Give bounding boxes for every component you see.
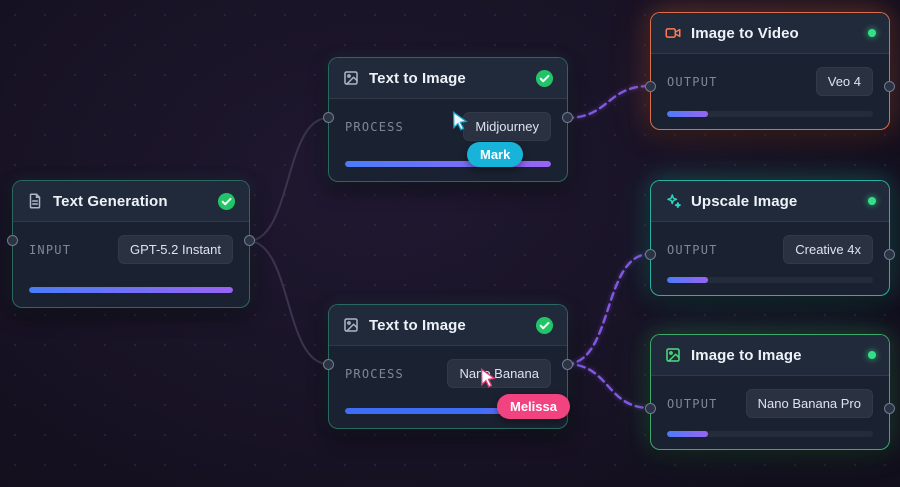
progress-fill	[345, 161, 551, 167]
output-port[interactable]	[884, 81, 895, 92]
node-header: Image to Image	[651, 335, 889, 376]
model-chip[interactable]: Veo 4	[815, 67, 873, 96]
video-camera-icon	[664, 24, 682, 42]
output-port[interactable]	[562, 359, 573, 370]
edge-tti-bottom-to-upscale	[564, 252, 652, 366]
node-title: Text to Image	[369, 316, 466, 334]
sparkles-icon	[664, 192, 682, 210]
image-icon	[342, 316, 360, 334]
input-port[interactable]	[645, 81, 656, 92]
node-title: Image to Image	[691, 346, 802, 364]
edge-tti-bottom-to-i2i	[564, 362, 652, 410]
output-port[interactable]	[244, 235, 255, 246]
output-port[interactable]	[884, 249, 895, 260]
edge-textgen-to-tti-bottom	[247, 240, 329, 365]
node-title: Text Generation	[53, 192, 168, 210]
node-header: Image to Video	[651, 13, 889, 54]
progress-track	[667, 111, 873, 117]
field-label: PROCESS	[345, 366, 404, 381]
field-label: PROCESS	[345, 119, 404, 134]
node-header: Text to Image	[329, 58, 567, 99]
node-image-to-video[interactable]: Image to Video OUTPUT Veo 4	[645, 12, 895, 130]
progress-fill	[29, 287, 233, 293]
input-port[interactable]	[323, 359, 334, 370]
status-dot-icon	[868, 351, 876, 359]
output-port[interactable]	[884, 403, 895, 414]
check-icon	[535, 69, 554, 88]
field-label: OUTPUT	[667, 396, 718, 411]
progress-track	[29, 287, 233, 293]
edge-tti-top-to-video	[564, 84, 652, 120]
field-label: INPUT	[29, 242, 72, 257]
node-title: Text to Image	[369, 69, 466, 87]
progress-fill	[667, 277, 709, 283]
node-image-to-image[interactable]: Image to Image OUTPUT Nano Banana Pro	[645, 334, 895, 450]
field-row: PROCESS Nano Banana	[345, 359, 551, 388]
status-dot-icon	[868, 29, 876, 37]
model-chip[interactable]: Nano Banana	[447, 359, 551, 388]
image-icon	[664, 346, 682, 364]
node-header: Text to Image	[329, 305, 567, 346]
input-port[interactable]	[323, 112, 334, 123]
node-header: Text Generation	[13, 181, 249, 222]
file-text-icon	[26, 192, 44, 210]
field-row: INPUT GPT-5.2 Instant	[29, 235, 233, 264]
model-chip[interactable]: Creative 4x	[783, 235, 873, 264]
model-chip[interactable]: GPT-5.2 Instant	[117, 235, 233, 264]
progress-fill	[667, 431, 709, 437]
input-port[interactable]	[645, 403, 656, 414]
input-port[interactable]	[7, 235, 18, 246]
edge-textgen-to-tti-top	[247, 117, 329, 242]
node-text-to-image-bottom[interactable]: Text to Image PROCESS Nano Banana	[323, 304, 573, 429]
progress-track	[345, 161, 551, 167]
node-upscale-image[interactable]: Upscale Image OUTPUT Creative 4x	[645, 180, 895, 296]
field-row: OUTPUT Nano Banana Pro	[667, 389, 873, 418]
progress-fill	[667, 111, 709, 117]
node-text-to-image-top[interactable]: Text to Image PROCESS Midjourney	[323, 57, 573, 182]
field-row: OUTPUT Veo 4	[667, 67, 873, 96]
progress-track	[667, 277, 873, 283]
check-icon	[535, 316, 554, 335]
progress-track	[667, 431, 873, 437]
field-row: PROCESS Midjourney	[345, 112, 551, 141]
image-icon	[342, 69, 360, 87]
node-title: Upscale Image	[691, 192, 798, 210]
model-chip[interactable]: Midjourney	[463, 112, 551, 141]
progress-track	[345, 408, 551, 414]
input-port[interactable]	[645, 249, 656, 260]
status-dot-icon	[868, 197, 876, 205]
field-row: OUTPUT Creative 4x	[667, 235, 873, 264]
node-title: Image to Video	[691, 24, 799, 42]
node-text-generation[interactable]: Text Generation INPUT GPT-5.2 Instant	[7, 180, 255, 308]
check-icon	[217, 192, 236, 211]
progress-fill	[345, 408, 543, 414]
model-chip[interactable]: Nano Banana Pro	[745, 389, 873, 418]
output-port[interactable]	[562, 112, 573, 123]
field-label: OUTPUT	[667, 74, 718, 89]
node-header: Upscale Image	[651, 181, 889, 222]
field-label: OUTPUT	[667, 242, 718, 257]
